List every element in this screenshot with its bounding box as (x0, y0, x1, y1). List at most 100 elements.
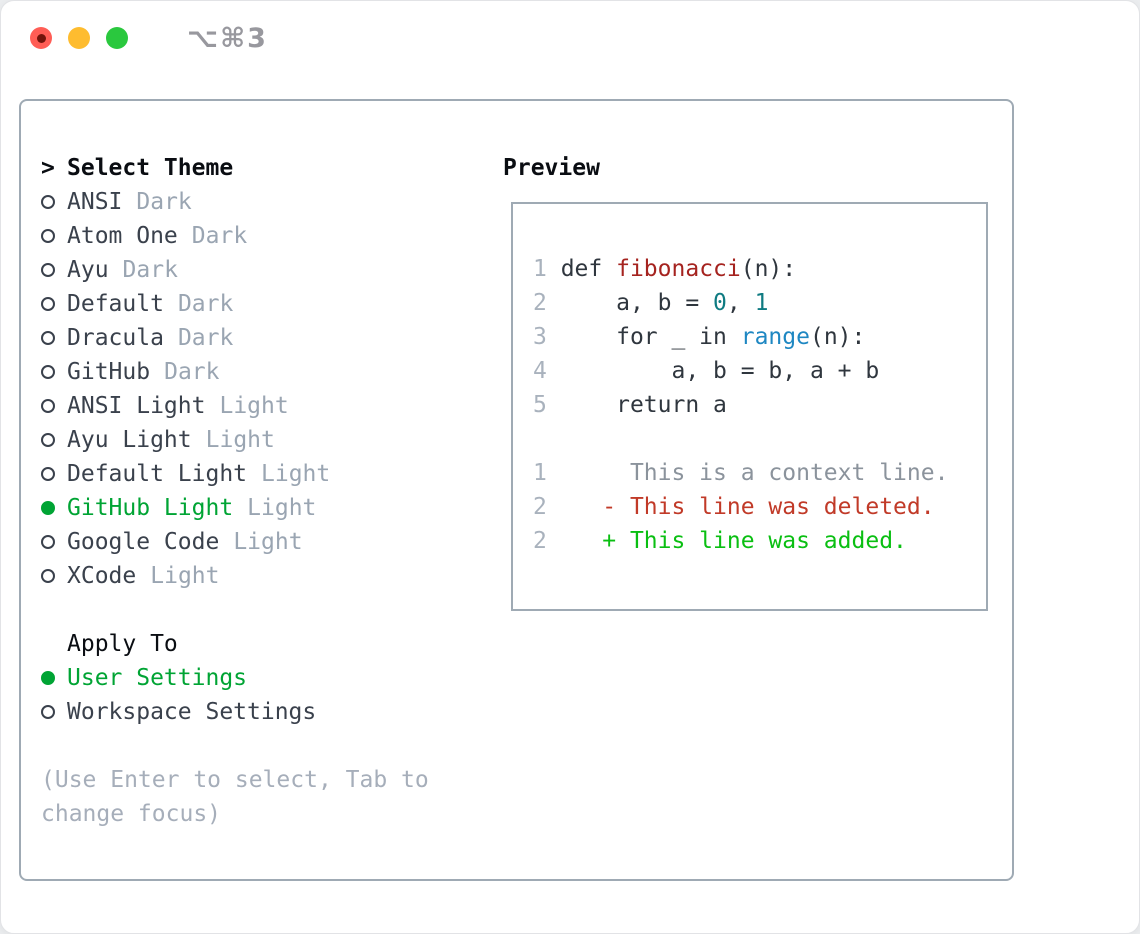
minimize-button[interactable] (68, 27, 90, 49)
select-theme-header: > Select Theme (41, 151, 471, 185)
code-token: a, b = b, a + b (546, 358, 880, 384)
line-number: 2 (533, 494, 547, 520)
close-button[interactable] (30, 27, 52, 49)
radio-icon (41, 433, 55, 447)
theme-option-xcode[interactable]: XCode Light (41, 559, 471, 593)
theme-variant-badge: Dark (177, 291, 234, 317)
radio-icon (41, 263, 55, 277)
spacer (41, 593, 471, 627)
select-theme-title: Select Theme (67, 155, 234, 181)
option-label: Atom One (67, 223, 178, 249)
radio-marker (41, 569, 67, 583)
theme-variant-badge: Light (233, 529, 303, 555)
apply-to-header: Apply To (41, 627, 471, 661)
code-token (547, 528, 602, 554)
code-line (533, 422, 986, 456)
apply-option-user-settings[interactable]: User Settings (41, 661, 471, 695)
code-token: 0 (713, 290, 727, 316)
code-line: 4 a, b = b, a + b (533, 354, 986, 388)
line-number: 5 (533, 392, 547, 418)
radio-icon (41, 705, 55, 719)
option-label: Default (67, 291, 164, 317)
code-line: 5 return a (533, 388, 986, 422)
radio-marker (41, 433, 67, 447)
code-line: 1 def fibonacci(n): (533, 252, 986, 286)
theme-variant-badge: Dark (177, 325, 234, 351)
code-token: return a (546, 392, 727, 418)
theme-option-dracula[interactable]: Dracula Dark (41, 321, 471, 355)
option-label: Workspace Settings (67, 699, 317, 725)
option-label: ANSI (67, 189, 123, 215)
theme-option-github-light[interactable]: GitHub Light Light (41, 491, 471, 525)
line-number: 1 (533, 256, 547, 282)
code-line: 2 - This line was deleted. (533, 490, 986, 524)
line-number: 1 (533, 460, 547, 486)
line-number: 2 (533, 290, 547, 316)
option-label: Default Light (67, 461, 248, 487)
code-token: - This line was deleted. (602, 494, 935, 520)
theme-option-google-code[interactable]: Google Code Light (41, 525, 471, 559)
prompt-caret-icon: > (41, 155, 55, 181)
theme-option-default[interactable]: Default Dark (41, 287, 471, 321)
option-label: User Settings (67, 665, 248, 691)
theme-variant-badge: Dark (136, 189, 192, 215)
apply-option-workspace-settings[interactable]: Workspace Settings (41, 695, 471, 729)
code-line: 1 This is a context line. (533, 456, 986, 490)
code-token: range (740, 324, 810, 350)
option-label: Ayu (67, 257, 109, 283)
code-line: 2 + This line was added. (533, 524, 986, 558)
window-title: ⌥⌘3 (187, 22, 268, 54)
radio-marker (41, 467, 67, 481)
radio-icon (41, 535, 55, 549)
code-token: This is a context line. (546, 460, 949, 486)
option-label: GitHub Light (67, 495, 234, 521)
radio-marker (41, 399, 67, 413)
code-token: , (726, 290, 755, 316)
zoom-button[interactable] (106, 27, 128, 49)
radio-marker (41, 195, 67, 209)
radio-icon (41, 331, 55, 345)
code-token: + This line was added. (602, 528, 907, 554)
option-label: ANSI Light (67, 393, 206, 419)
window-titlebar: ⌥⌘3 (1, 1, 1139, 75)
code-token: 1 (754, 290, 769, 316)
radio-marker (41, 263, 67, 277)
code-token: a, b = (546, 290, 714, 316)
radio-icon (41, 195, 55, 209)
apply-to-title: Apply To (67, 631, 178, 657)
hint-text: (Use Enter to select, Tab to change focu… (41, 767, 429, 827)
radio-icon (41, 297, 55, 311)
theme-option-ansi[interactable]: ANSI Dark (41, 185, 471, 219)
option-label: Dracula (67, 325, 164, 351)
theme-option-default-light[interactable]: Default Light Light (41, 457, 471, 491)
theme-option-atom-one[interactable]: Atom One Dark (41, 219, 471, 253)
theme-variant-badge: Light (219, 393, 289, 419)
theme-variant-badge: Light (247, 495, 317, 521)
code-token (547, 494, 602, 520)
option-label: GitHub (67, 359, 151, 385)
spacer (41, 729, 471, 763)
theme-variant-badge: Dark (191, 223, 248, 249)
code-line: 2 a, b = 0, 1 (533, 286, 986, 320)
radio-selected-icon (41, 501, 55, 515)
option-label: Google Code (67, 529, 220, 555)
option-label: XCode (67, 563, 137, 589)
radio-marker (41, 535, 67, 549)
theme-variant-badge: Light (261, 461, 331, 487)
radio-marker (41, 365, 67, 379)
code-token: (n): (809, 324, 866, 350)
theme-option-ansi-light[interactable]: ANSI Light Light (41, 389, 471, 423)
radio-marker (41, 229, 67, 243)
code-token: for _ in (546, 324, 741, 350)
line-number: 2 (533, 528, 547, 554)
code-token: (n): (740, 256, 797, 282)
radio-marker (41, 501, 67, 515)
theme-variant-badge: Light (150, 563, 220, 589)
